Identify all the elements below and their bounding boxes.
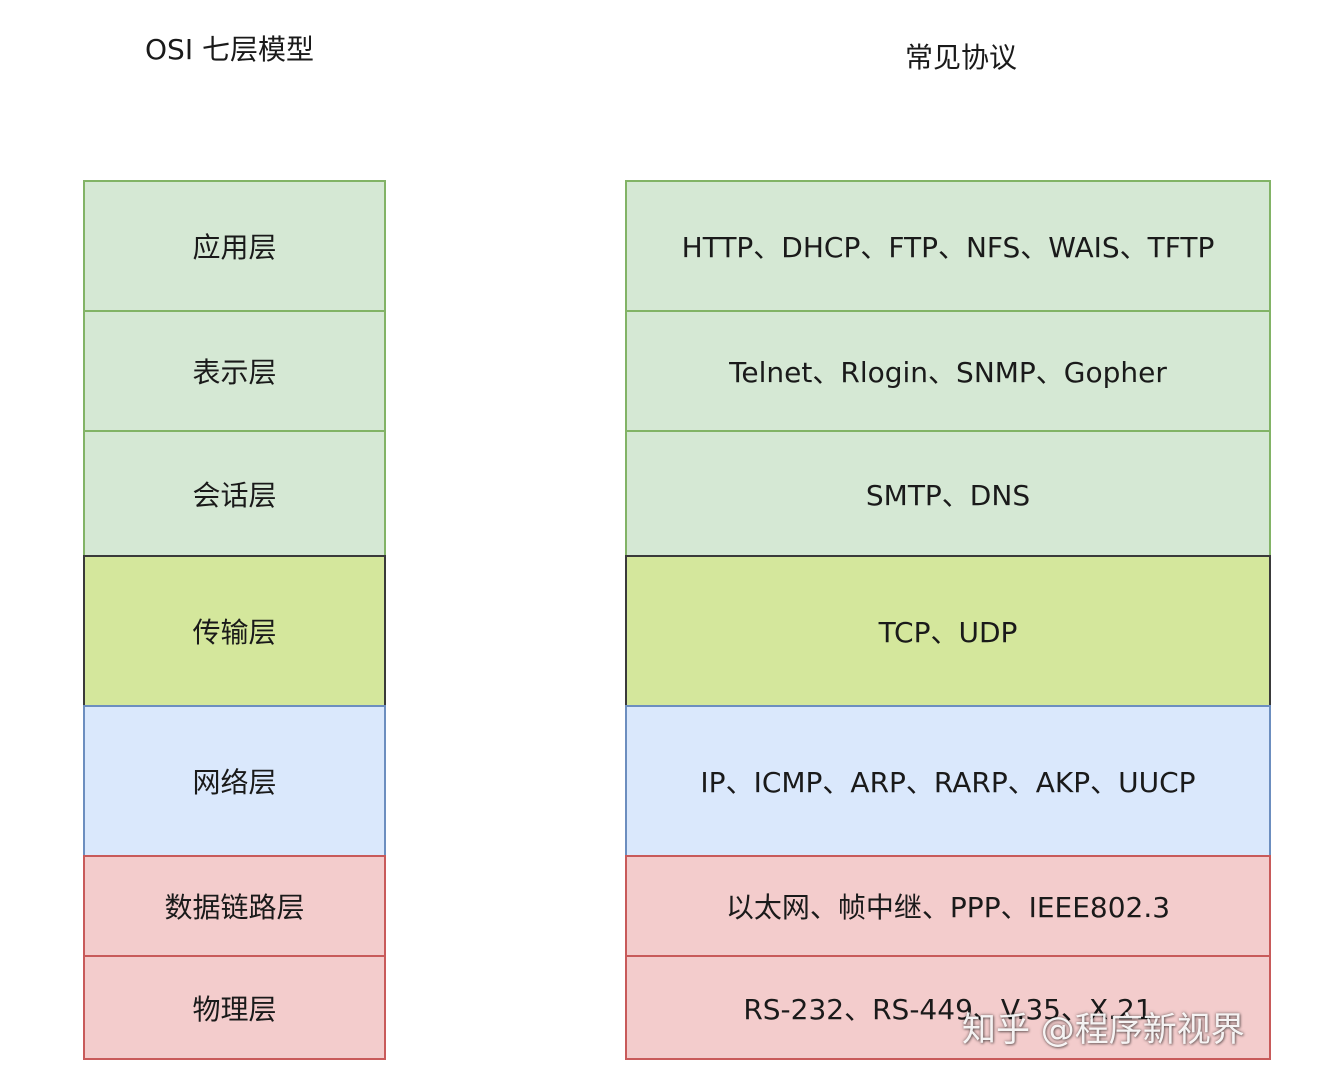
protocols-application: HTTP、DHCP、FTP、NFS、WAIS、TFTP: [625, 180, 1271, 312]
osi-model-heading: OSI 七层模型: [145, 33, 314, 66]
layer-presentation: 表示层: [83, 310, 386, 432]
protocols-heading: 常见协议: [905, 41, 1018, 74]
protocols-physical: RS-232、RS-449、V.35、X.21: [625, 955, 1271, 1060]
watermark: 知乎 @程序新视界: [962, 1010, 1245, 1050]
protocols-session: SMTP、DNS: [625, 430, 1271, 557]
protocols-network: IP、ICMP、ARP、RARP、AKP、UUCP: [625, 705, 1271, 857]
layer-network: 网络层: [83, 705, 386, 857]
protocols-presentation: Telnet、Rlogin、SNMP、Gopher: [625, 310, 1271, 432]
layer-transport: 传输层: [83, 555, 386, 707]
layer-application: 应用层: [83, 180, 386, 312]
layer-data-link: 数据链路层: [83, 855, 386, 957]
layer-physical: 物理层: [83, 955, 386, 1060]
layer-session: 会话层: [83, 430, 386, 557]
protocols-transport: TCP、UDP: [625, 555, 1271, 707]
protocols-data-link: 以太网、帧中继、PPP、IEEE802.3: [625, 855, 1271, 957]
